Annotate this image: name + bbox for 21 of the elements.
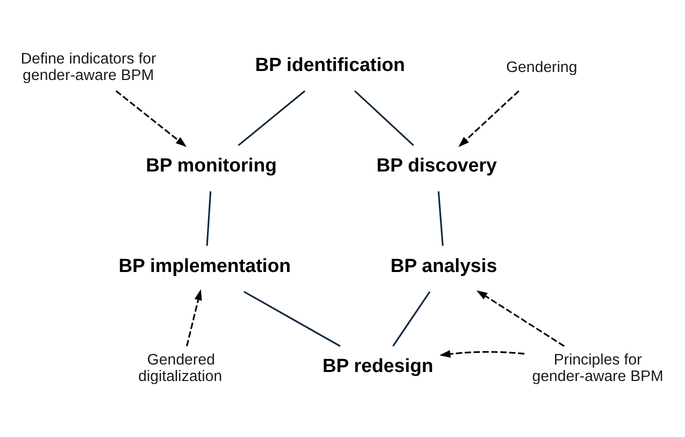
arrow xyxy=(476,290,565,347)
connector xyxy=(244,290,341,347)
connector xyxy=(238,90,306,146)
node-text: BP monitoring xyxy=(146,155,277,176)
connector xyxy=(438,191,444,246)
node-text: BP analysis xyxy=(390,256,498,277)
connector xyxy=(392,291,430,347)
node-text: Gendering xyxy=(506,58,578,76)
arrow xyxy=(458,90,520,148)
arrow xyxy=(439,350,524,358)
arrow xyxy=(116,90,187,147)
connector xyxy=(354,90,414,146)
node-text: Principles for gender-aware BPM xyxy=(532,352,664,386)
node-text: BP identification xyxy=(255,55,406,76)
node-text: BP redesign xyxy=(322,356,434,378)
node-text: Define indicators for gender-aware BPM xyxy=(20,50,156,84)
connector xyxy=(206,191,212,246)
arrow xyxy=(186,289,202,346)
node-text: BP discovery xyxy=(376,155,497,176)
node-text: Gendered digitalization xyxy=(138,352,222,386)
node-text: BP implementation xyxy=(118,256,291,277)
